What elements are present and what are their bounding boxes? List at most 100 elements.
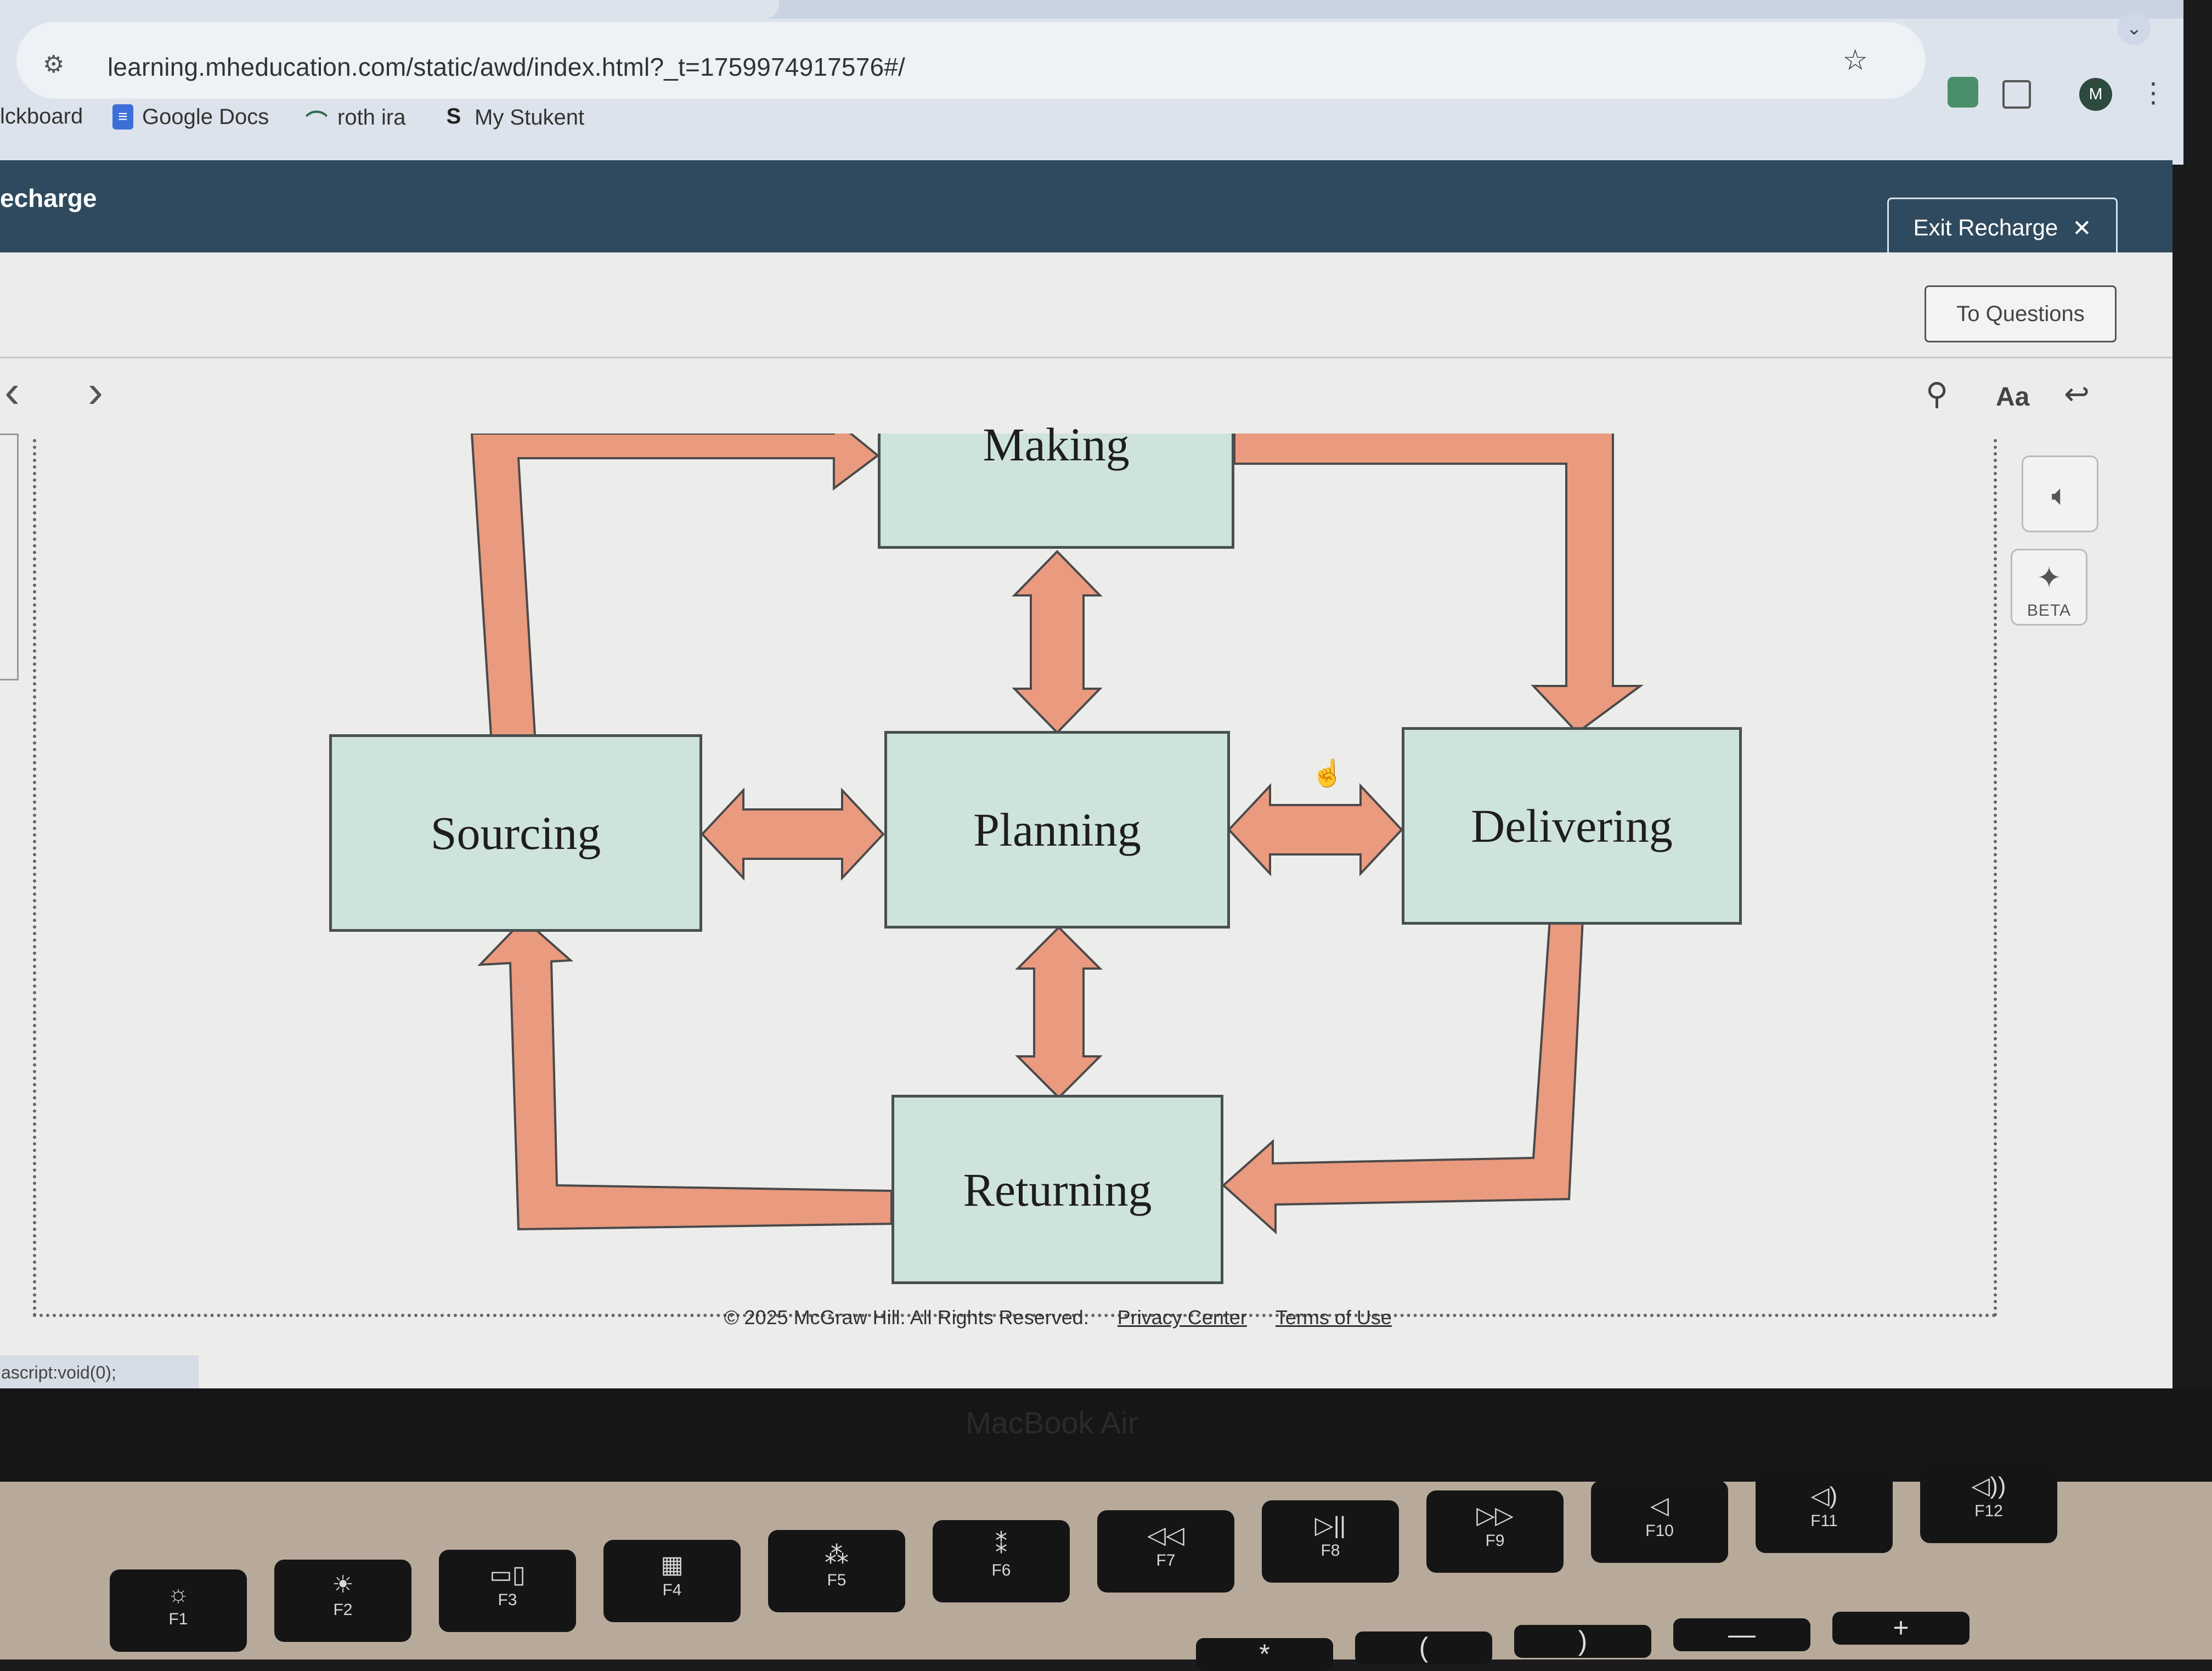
mute-icon: ◁ <box>1650 1492 1669 1519</box>
launchpad-icon: ▦ <box>661 1551 684 1578</box>
brightness-down-icon: ☼ <box>167 1580 190 1607</box>
function-key-label: F10 <box>1645 1522 1674 1540</box>
to-questions-button[interactable]: To Questions <box>1925 285 2117 342</box>
app-header: echarge Exit Recharge ✕ <box>0 160 2172 258</box>
url-text[interactable]: learning.mheducation.com/static/awd/inde… <box>108 53 906 81</box>
terms-of-use-link[interactable]: Terms of Use <box>1275 1306 1392 1329</box>
node-label-delivering: Delivering <box>1471 800 1673 852</box>
function-key-label: F3 <box>498 1591 517 1609</box>
node-label-planning: Planning <box>973 803 1141 856</box>
function-key-f11[interactable]: ◁) F11 <box>1756 1471 1893 1553</box>
number-row-key[interactable]: ( <box>1355 1631 1492 1664</box>
google-docs-icon: ≡ <box>112 104 133 130</box>
speaker-icon[interactable]: 🔈︎ <box>2022 455 2098 532</box>
function-key-f10[interactable]: ◁ F10 <box>1591 1481 1728 1563</box>
bookmark-item[interactable]: ⌒ roth ira <box>304 104 406 135</box>
planning-returning-arrow <box>1015 926 1103 1099</box>
chevron-right-icon[interactable]: › <box>88 365 103 417</box>
node-making: Making <box>878 418 1234 549</box>
mission-control-icon: ▭▯ <box>489 1561 526 1588</box>
function-key-f3[interactable]: ▭▯ F3 <box>439 1550 576 1632</box>
function-key-f4[interactable]: ▦ F4 <box>603 1540 741 1622</box>
function-key-f8[interactable]: ▷|| F8 <box>1262 1500 1399 1583</box>
function-key-label: F11 <box>1810 1512 1838 1530</box>
extension-icon[interactable] <box>1948 77 1978 108</box>
play-pause-icon: ▷|| <box>1314 1512 1346 1539</box>
bookmark-star-icon[interactable]: ☆ <box>1842 44 1868 76</box>
reader-toolbar: To Questions ‹ › ⚲ Aa ↩ <box>0 252 2172 439</box>
side-panel-handle[interactable] <box>0 434 19 680</box>
node-label-making: Making <box>983 418 1130 471</box>
function-key-f7[interactable]: ◁◁ F7 <box>1097 1510 1234 1593</box>
function-key-f9[interactable]: ▷▷ F9 <box>1426 1490 1564 1573</box>
chevron-down-icon[interactable]: ⌄ <box>2118 12 2151 45</box>
node-planning: Planning <box>884 731 1230 929</box>
function-key-label: F4 <box>662 1581 682 1599</box>
site-settings-icon[interactable]: ⚙ <box>43 51 65 78</box>
delivering-to-returning-arrow <box>1221 918 1584 1235</box>
making-to-delivering-arrow <box>1233 434 1644 734</box>
bookmark-item[interactable]: lckboard <box>0 104 83 129</box>
function-key-label: F1 <box>168 1610 188 1628</box>
function-key-label: F12 <box>1974 1502 2003 1520</box>
bookmark-label: Google Docs <box>142 104 269 129</box>
back-arrow-icon[interactable]: ↩ <box>2064 376 2090 411</box>
node-label-returning: Returning <box>963 1163 1152 1216</box>
copyright-text: © 2025 McGraw Hill. All Rights Reserved. <box>724 1306 1089 1329</box>
reading-content: Making Sourcing Planning Delivering Retu… <box>0 418 2172 1388</box>
page-footer: © 2025 McGraw Hill. All Rights Reserved.… <box>724 1306 1392 1329</box>
fast-forward-icon: ▷▷ <box>1476 1502 1514 1529</box>
sparkle-icon: ✦ <box>2036 561 2062 594</box>
function-key-label: F7 <box>1156 1551 1176 1569</box>
profile-avatar[interactable]: M <box>2079 78 2112 111</box>
node-returning: Returning <box>891 1095 1223 1284</box>
function-key-label: F8 <box>1321 1541 1340 1560</box>
volume-down-icon: ◁) <box>1810 1482 1838 1509</box>
function-key-f5[interactable]: ⁂F5 <box>768 1530 905 1612</box>
laptop-model-label: MacBook Air <box>966 1405 1138 1440</box>
supply-chain-diagram: Making Sourcing Planning Delivering Retu… <box>0 418 2172 1323</box>
function-key-f6[interactable]: ⁑F6 <box>933 1520 1070 1602</box>
making-planning-arrow <box>1012 550 1103 734</box>
ai-assistant-button[interactable]: ✦ BETA <box>2011 549 2087 626</box>
rewind-icon: ◁◁ <box>1147 1522 1184 1549</box>
number-row-key[interactable]: * <box>1196 1638 1333 1671</box>
hand-cursor-icon: ☝ <box>1311 759 1344 788</box>
content-frame <box>33 439 1997 1317</box>
function-key-f2[interactable]: ☀F2 <box>274 1560 411 1642</box>
function-key-f12[interactable]: ◁))F12 <box>1920 1461 2057 1543</box>
font-size-button[interactable]: Aa <box>1996 382 2030 412</box>
number-row-key[interactable]: + <box>1832 1612 1970 1645</box>
node-label-sourcing: Sourcing <box>430 807 601 859</box>
exit-recharge-button[interactable]: Exit Recharge ✕ <box>1887 198 2118 258</box>
sourcing-planning-arrow <box>701 787 885 881</box>
active-tab[interactable] <box>0 0 779 19</box>
browser-status-bar: ascript:void(0); <box>0 1355 199 1389</box>
toolbar-divider <box>0 357 2172 358</box>
node-delivering: Delivering <box>1402 727 1742 925</box>
keyboard-light-up-icon: ⁑ <box>995 1532 1007 1559</box>
node-sourcing: Sourcing <box>329 734 702 932</box>
privacy-center-link[interactable]: Privacy Center <box>1117 1306 1247 1329</box>
function-key-label: F9 <box>1485 1532 1505 1550</box>
beta-label: BETA <box>2027 601 2072 620</box>
bookmark-item[interactable]: S My Stukent <box>442 104 584 131</box>
extensions-puzzle-icon[interactable] <box>2002 80 2031 109</box>
planning-delivering-arrow <box>1227 783 1403 877</box>
browser-menu-icon[interactable]: ⋮ <box>2140 77 2167 108</box>
number-row-key[interactable]: ) <box>1514 1625 1651 1658</box>
browser-chrome: ⌄ ⚙ learning.mheducation.com/static/awd/… <box>0 0 2183 165</box>
chevron-left-icon[interactable]: ‹ <box>4 365 20 417</box>
stukent-icon: S <box>446 104 461 128</box>
bookmark-label: lckboard <box>0 104 83 128</box>
search-icon[interactable]: ⚲ <box>1926 376 1949 411</box>
function-key-label: F2 <box>333 1601 353 1619</box>
function-key-f1[interactable]: ☼ F1 <box>110 1569 247 1652</box>
bookmark-label: roth ira <box>337 105 406 130</box>
function-key-label: F5 <box>827 1571 847 1589</box>
address-bar[interactable]: ⚙ learning.mheducation.com/static/awd/in… <box>16 22 1926 99</box>
number-row-key[interactable]: — <box>1673 1618 1810 1651</box>
returning-to-sourcing-arrow <box>477 918 893 1231</box>
bookmark-label: My Stukent <box>475 105 585 130</box>
bookmark-item[interactable]: ≡ Google Docs <box>112 104 269 130</box>
